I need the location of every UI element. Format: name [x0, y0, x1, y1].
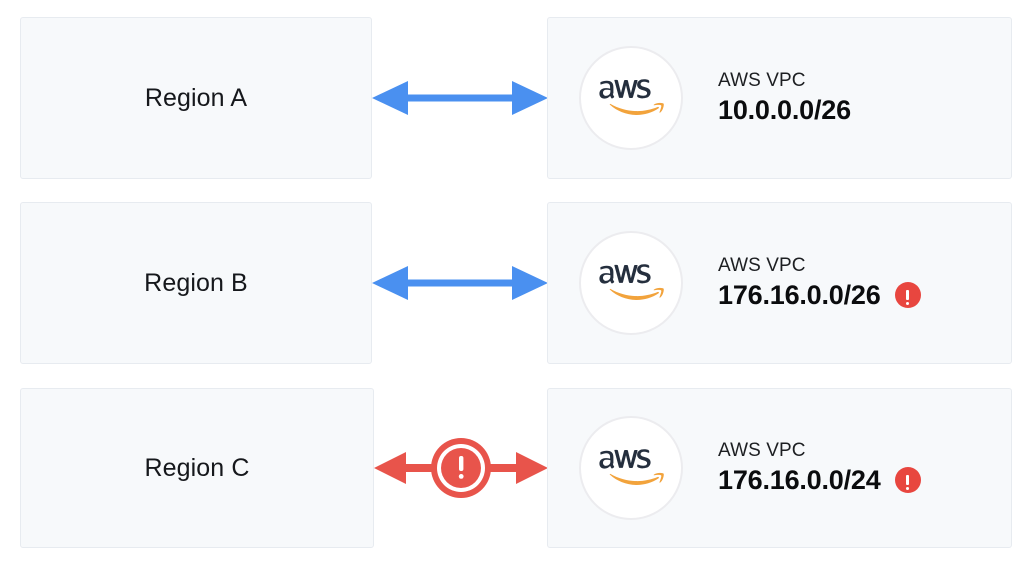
vpc-text-block: AWS VPC 176.16.0.0/24	[718, 440, 921, 496]
aws-logo-badge	[579, 416, 683, 520]
region-box-a[interactable]: Region A	[20, 17, 372, 179]
vpc-cidr-value: 10.0.0.0/26	[718, 94, 851, 125]
vpc-cidr-value: 176.16.0.0/26	[718, 279, 881, 310]
vpc-card-a[interactable]: AWS VPC 10.0.0.0/26	[547, 17, 1012, 179]
cidr-alert-icon	[894, 466, 921, 493]
cidr-alert-icon	[894, 281, 921, 308]
region-label: Region B	[144, 268, 248, 297]
vpc-text-block: AWS VPC 10.0.0.0/26	[718, 70, 851, 126]
vpc-card-b[interactable]: AWS VPC 176.16.0.0/26	[547, 202, 1012, 364]
region-box-b[interactable]: Region B	[20, 202, 372, 364]
region-label: Region C	[144, 453, 250, 482]
aws-logo-badge	[579, 46, 683, 150]
aws-logo-icon	[599, 264, 664, 300]
connector-region-a	[372, 17, 548, 179]
aws-logo-icon	[599, 79, 664, 115]
connector-region-c	[374, 388, 548, 548]
vpc-cidr-value: 176.16.0.0/24	[718, 464, 881, 495]
vpc-card-c[interactable]: AWS VPC 176.16.0.0/24	[547, 388, 1012, 548]
vpc-text-block: AWS VPC 176.16.0.0/26	[718, 255, 921, 311]
diagram-row: Region B	[0, 202, 1032, 364]
vpc-title: AWS VPC	[718, 69, 806, 91]
vpc-cidr-line: 10.0.0.0/26	[718, 94, 851, 126]
vpc-cidr-line: 176.16.0.0/26	[718, 279, 921, 311]
vpc-title: AWS VPC	[718, 254, 806, 276]
vpc-title: AWS VPC	[718, 439, 806, 461]
aws-logo-icon	[599, 449, 664, 485]
diagram-row: Region C	[0, 388, 1032, 548]
vpc-cidr-line: 176.16.0.0/24	[718, 464, 921, 496]
connector-region-b	[372, 202, 548, 364]
region-label: Region A	[144, 83, 248, 112]
aws-logo-badge	[579, 231, 683, 335]
double-arrow-icon	[372, 81, 548, 115]
region-box-c[interactable]: Region C	[20, 388, 374, 548]
double-arrow-error-icon	[374, 438, 548, 498]
diagram-row: Region A	[0, 17, 1032, 179]
double-arrow-icon	[372, 266, 548, 300]
